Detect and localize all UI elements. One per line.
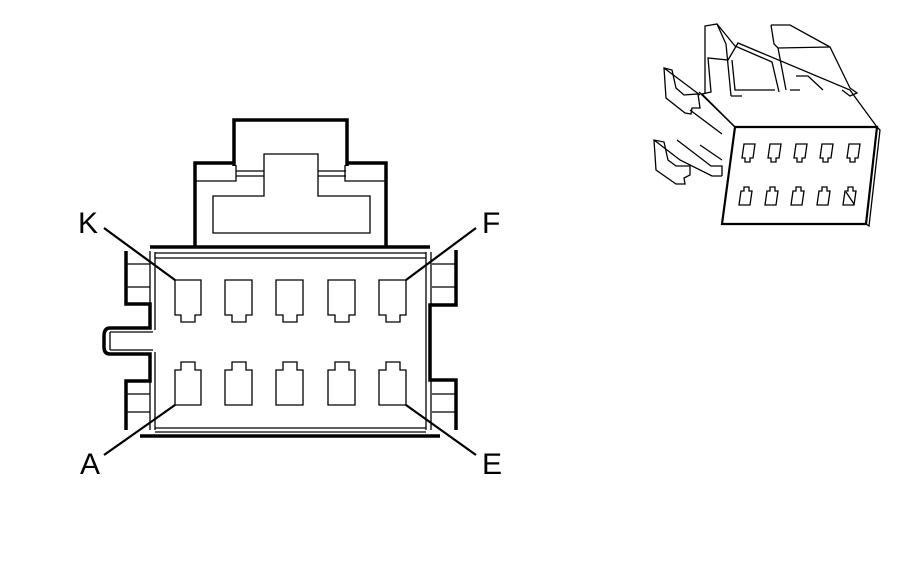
pin-label-k: K xyxy=(78,207,98,240)
cavity-a xyxy=(174,361,202,406)
pin-label-e: E xyxy=(482,448,502,481)
cavity-c xyxy=(275,361,304,406)
cavity-h xyxy=(275,279,304,323)
cavity-j xyxy=(224,279,253,323)
cavity-e xyxy=(378,361,407,406)
cavity-b xyxy=(224,361,253,406)
leader-lines xyxy=(103,227,477,456)
cavity-row-top xyxy=(174,279,407,323)
cavity-row-bottom xyxy=(174,361,407,406)
cavity-g xyxy=(327,279,356,323)
connector-isometric-view xyxy=(653,23,881,228)
cavity-d xyxy=(327,361,356,406)
pin-label-a: A xyxy=(80,448,100,481)
pin-label-f: F xyxy=(482,207,500,240)
connector-front-view xyxy=(102,118,458,438)
cavity-f xyxy=(378,279,407,323)
cavity-k xyxy=(174,279,202,323)
